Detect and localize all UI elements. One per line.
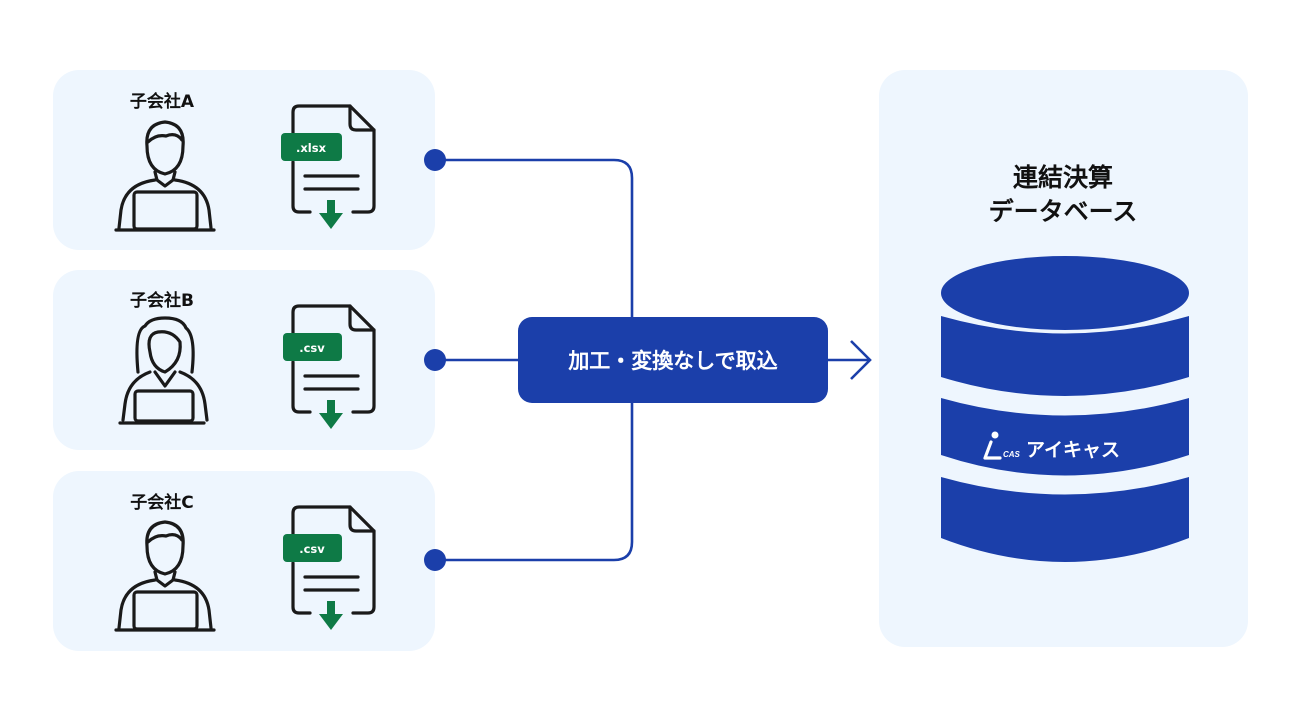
process-box: 加工・変換なしで取込	[518, 317, 828, 403]
connector-node-a	[424, 149, 446, 171]
svg-text:CAS: CAS	[1003, 450, 1021, 459]
file-ext-tag	[281, 133, 342, 161]
connector-lines	[435, 158, 872, 562]
file-ext-label: .csv	[299, 341, 325, 355]
download-arrow-icon	[319, 400, 343, 429]
brand-logo: CAS アイキャス	[983, 431, 1120, 461]
process-box-bg	[518, 317, 828, 403]
database-panel: 連結決算 データベース CAS アイキャス	[879, 70, 1248, 647]
file-ext-tag	[283, 534, 342, 562]
male-user-laptop-icon	[114, 520, 216, 632]
company-name: 子会社B	[130, 290, 194, 311]
subsidiary-panel-c: 子会社C .csv	[53, 471, 446, 651]
connector-c	[435, 402, 634, 562]
panel-bg	[53, 270, 435, 450]
connector-node-b	[424, 349, 446, 371]
panel-bg	[53, 471, 435, 651]
database-cylinder-icon	[941, 256, 1189, 562]
file-ext-label: .xlsx	[296, 141, 327, 155]
spreadsheet-download-icon: .xlsx	[281, 104, 376, 229]
file-ext-tag	[283, 333, 342, 361]
database-title-line2: データベース	[989, 197, 1138, 226]
csv-download-icon: .csv	[283, 505, 376, 630]
brand-name: アイキャス	[1026, 439, 1120, 461]
connector-node-c	[424, 549, 446, 571]
process-label: 加工・変換なしで取込	[567, 349, 777, 373]
connector-a	[435, 158, 634, 318]
company-name: 子会社A	[130, 91, 195, 112]
download-arrow-icon	[319, 601, 343, 630]
panel-bg	[53, 70, 435, 250]
subsidiary-panel-b: 子会社B .csv	[53, 270, 446, 450]
file-ext-label: .csv	[299, 542, 325, 556]
icas-logo-icon: CAS	[983, 431, 1021, 460]
company-name: 子会社C	[130, 492, 193, 513]
subsidiary-panel-a: 子会社A .xlsx	[53, 70, 446, 250]
csv-download-icon: .csv	[283, 304, 376, 429]
male-user-laptop-icon	[114, 120, 216, 232]
female-user-laptop-icon	[118, 316, 209, 425]
arrow-right-icon	[828, 340, 872, 380]
download-arrow-icon	[319, 200, 343, 229]
database-title-line1: 連結決算	[1013, 163, 1113, 192]
